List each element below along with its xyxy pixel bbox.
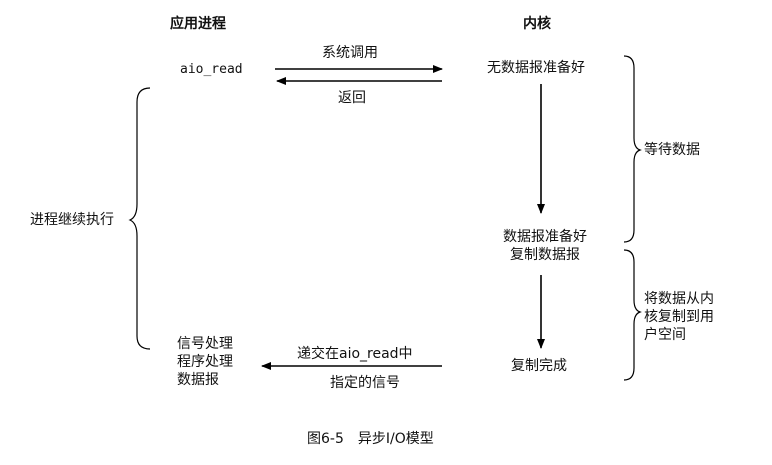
aio-read-call: aio_read [180,62,243,77]
figure-caption: 图6-5 异步I/O模型 [307,431,434,447]
copy-phase-label: 将数据从内 核复制到用 户空间 [644,291,714,343]
continue-brace [128,87,151,350]
deliver-label: 递交在aio_read中 [297,346,413,362]
copy-brace [623,249,642,381]
kernel-header: 内核 [523,16,551,32]
return-label: 返回 [338,90,366,106]
kernel-copy-complete: 复制完成 [511,358,567,374]
wait-phase-label: 等待数据 [644,142,700,158]
syscall-label: 系统调用 [322,45,378,61]
signal-handler-label: 信号处理 程序处理 数据报 [177,336,233,388]
signal-label: 指定的信号 [330,375,400,391]
kernel-not-ready: 无数据报准备好 [487,60,585,76]
wait-brace [623,55,642,243]
process-continues-label: 进程继续执行 [30,212,114,228]
process-header: 应用进程 [170,16,226,32]
kernel-ready-copy: 数据报准备好 复制数据报 [503,229,587,263]
